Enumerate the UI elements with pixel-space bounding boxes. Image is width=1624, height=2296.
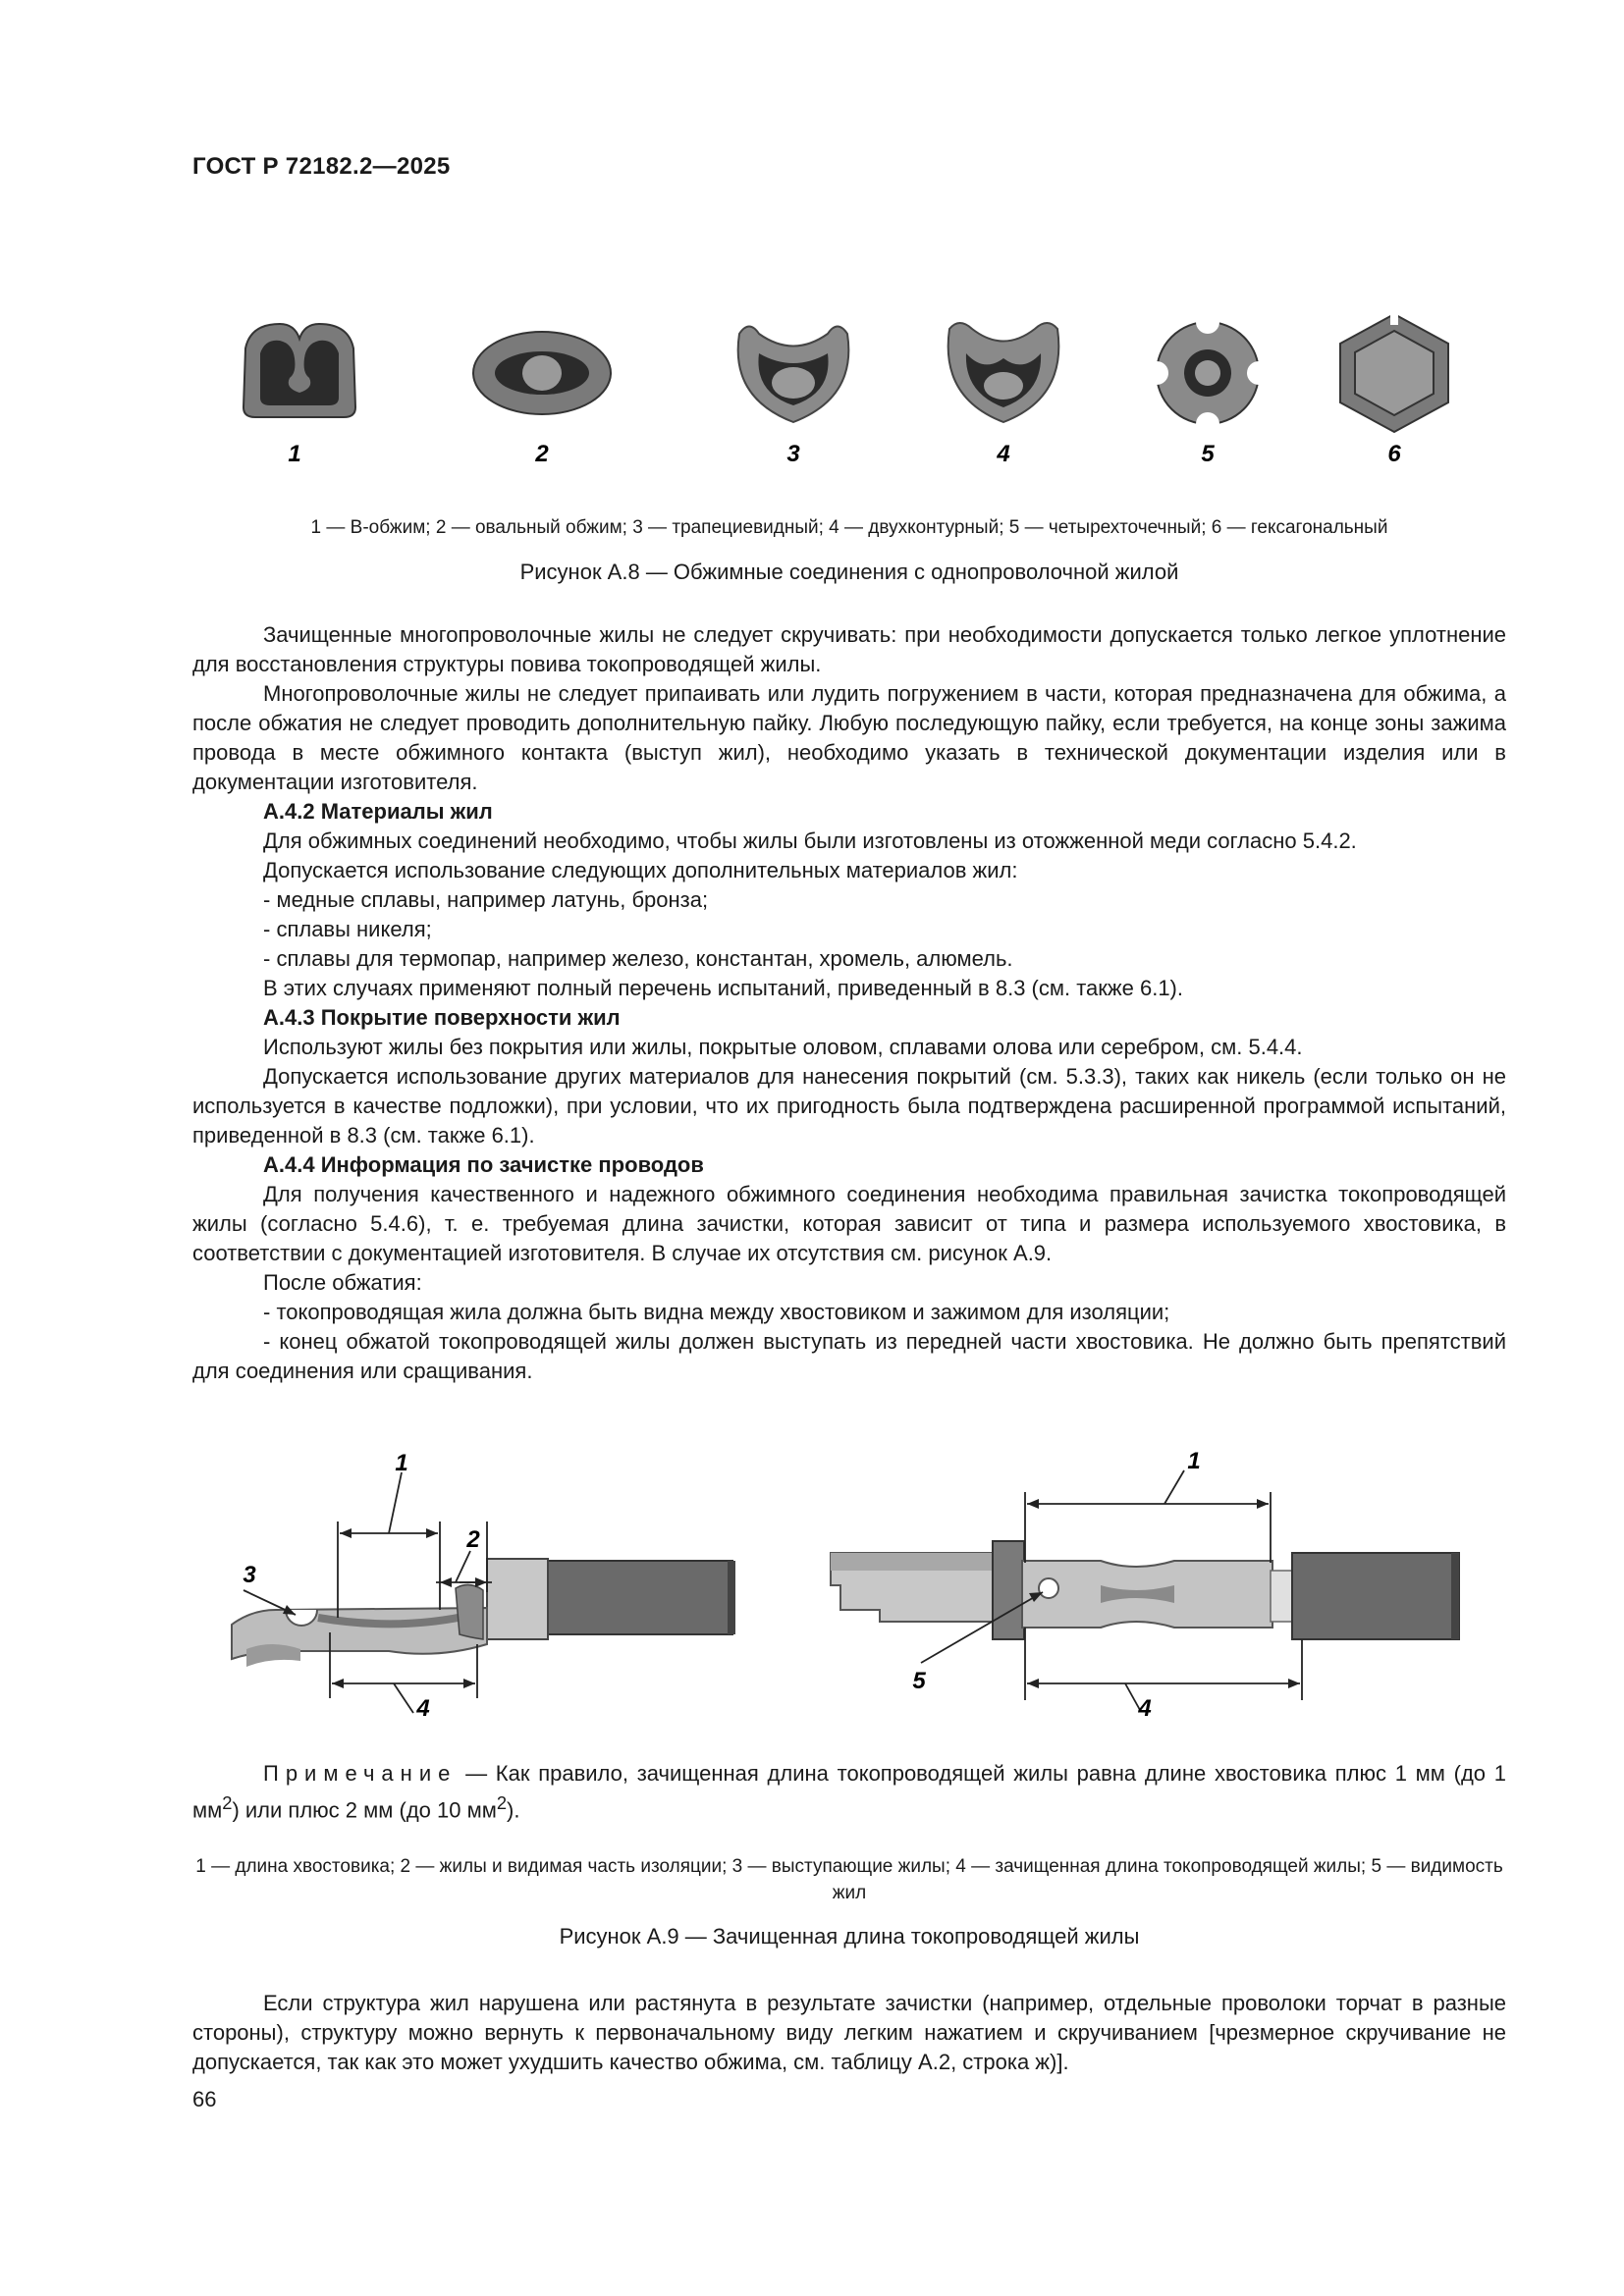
figure-a8-caption: Рисунок А.8 — Обжимные соединения с одно… [519, 560, 1179, 584]
paragraph: Допускается использование других материа… [192, 1064, 1506, 1148]
paragraph: Допускается использование следующих допо… [263, 858, 1018, 882]
paragraph: После обжатия: [263, 1270, 422, 1295]
paragraph: Если структура жил нарушена или растянут… [192, 1991, 1506, 2074]
fig8-number-5: 5 [1201, 441, 1215, 467]
section-heading-a44: А.4.4 Информация по зачистке проводов [263, 1152, 704, 1177]
figure-a9: 1 2 3 4 [192, 1404, 1506, 1718]
trapezoidal-crimp-shape [736, 325, 850, 424]
paragraph: Для получения качественного и надежного … [192, 1182, 1506, 1265]
figure-a8: 1 2 3 4 5 6 [216, 299, 1492, 476]
fig9-left-label-3: 3 [243, 1562, 256, 1588]
list-item: - конец обжатой токопроводящей жилы долж… [192, 1329, 1506, 1383]
fig8-number-1: 1 [288, 441, 300, 467]
fig8-number-3: 3 [786, 441, 800, 467]
note-text: — Как правило, зачищенная длина токопров… [192, 1761, 1506, 1823]
four-point-crimp-shape [1145, 310, 1271, 436]
paragraph: Используют жилы без покрытия или жилы, п… [263, 1035, 1303, 1059]
hexagonal-crimp-shape [1339, 311, 1449, 434]
b-crimp-shape [242, 322, 357, 418]
section-heading-a43: А.4.3 Покрытие поверхности жил [263, 1005, 621, 1030]
double-contour-crimp-shape [947, 322, 1060, 424]
paragraph: Многопроволочные жилы не следует припаив… [192, 681, 1506, 794]
fig8-number-4: 4 [996, 441, 1009, 467]
oval-crimp-shape [472, 331, 612, 415]
stripping-length-illustration: 1 2 3 4 [231, 1448, 1460, 1718]
note-text-end: ). [507, 1797, 520, 1823]
page-number: 66 [192, 2087, 217, 2111]
fig9-left-label-4: 4 [415, 1695, 429, 1718]
paragraph: В этих случаях применяют полный перечень… [263, 976, 1183, 1000]
figure-a8-legend: 1 — В-обжим; 2 — овальный обжим; 3 — тра… [310, 517, 1388, 538]
note-superscript: 2 [496, 1792, 508, 1813]
paragraph: Для обжимных соединений необходимо, чтоб… [263, 828, 1357, 853]
fig9-right-label-1: 1 [1187, 1448, 1200, 1474]
figure-a9-note: Примечание — Как правило, зачищенная дли… [192, 1759, 1506, 1825]
figure-a9-legend: 1 — длина хвостовика; 2 — жилы и видимая… [195, 1856, 1503, 1903]
fig8-number-2: 2 [534, 441, 549, 467]
note-superscript: 2 [222, 1792, 233, 1813]
fig9-right-label-5: 5 [912, 1668, 926, 1694]
main-text: Зачищенные многопроволочные жилы не след… [192, 620, 1506, 1386]
closing-text: Если структура жил нарушена или растянут… [192, 1989, 1506, 2077]
standard-number-header: ГОСТ Р 72182.2—2025 [192, 153, 451, 180]
crimp-shapes-illustration: 1 2 3 4 5 6 [242, 310, 1449, 467]
list-item: - сплавы для термопар, например железо, … [263, 946, 1013, 971]
list-item: - токопроводящая жила должна быть видна … [263, 1300, 1170, 1324]
open-barrel-terminal-drawing: 1 2 3 4 [231, 1450, 735, 1718]
fig9-left-label-2: 2 [465, 1526, 480, 1553]
section-heading-a42: А.4.2 Материалы жил [263, 799, 493, 824]
closed-barrel-ferrule-drawing: 1 5 4 [830, 1448, 1460, 1718]
note-text-mid: ) или плюс 2 мм (до 10 мм [232, 1797, 497, 1823]
list-item: - медные сплавы, например латунь, бронза… [263, 887, 709, 912]
fig9-right-label-4: 4 [1137, 1695, 1151, 1718]
fig8-number-6: 6 [1387, 441, 1401, 467]
fig9-left-label-1: 1 [395, 1450, 407, 1476]
paragraph: Зачищенные многопроволочные жилы не след… [192, 622, 1506, 676]
note-label: Примечание [263, 1761, 458, 1786]
figure-a9-caption: Рисунок А.9 — Зачищенная длина токопрово… [559, 1924, 1140, 1949]
list-item: - сплавы никеля; [263, 917, 432, 941]
